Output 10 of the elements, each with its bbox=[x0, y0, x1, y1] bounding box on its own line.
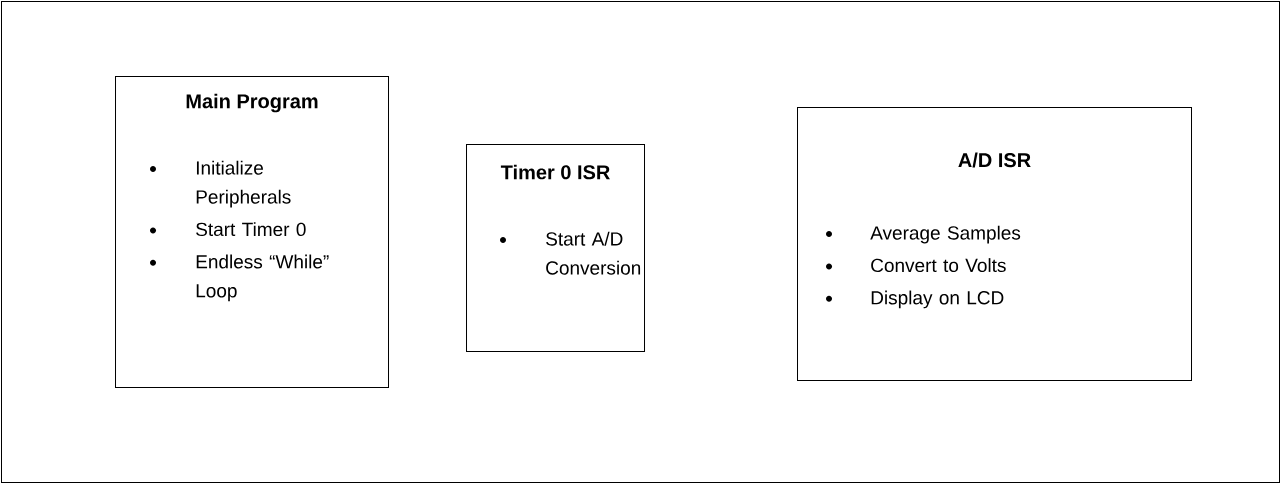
bullet-item: Start Timer 0 bbox=[150, 222, 306, 237]
bullet-item: Start A/D Conversion bbox=[500, 231, 641, 275]
bullet-item: Average Samples bbox=[826, 225, 1021, 244]
box-heading: Timer 0 ISR bbox=[500, 164, 610, 180]
bullet-item: Endless “While” Loop bbox=[150, 254, 329, 302]
bullet-item: Display on LCD bbox=[826, 290, 1004, 309]
box-heading: A/D ISR bbox=[958, 152, 1031, 168]
bullet-item: Convert to Volts bbox=[826, 258, 1006, 273]
bullet-item: Initialize Peripherals bbox=[150, 160, 291, 208]
box-heading: Main Program bbox=[186, 93, 318, 113]
